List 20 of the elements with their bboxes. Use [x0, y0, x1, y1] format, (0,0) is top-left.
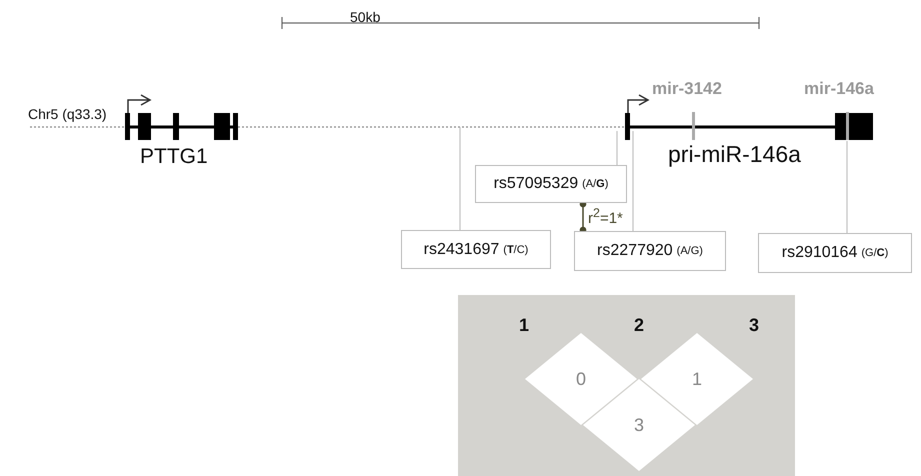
snp-label-box: rs57095329 (A/G): [475, 165, 627, 203]
snp-label-box: rs2910164 (G/C): [758, 233, 912, 273]
gene-label: pri-miR-146a: [668, 143, 801, 166]
ld-plot-panel: [458, 295, 795, 476]
marker-number: 3: [749, 316, 760, 334]
snp-label-box: rs2277920 (A/G): [574, 231, 726, 271]
gene-label: PTTG1: [140, 146, 208, 167]
marker-number: 1: [519, 316, 530, 334]
marker-number: 2: [634, 316, 644, 334]
leader-line: [846, 140, 848, 234]
snp-label-box: rs2431697 (T/C): [401, 230, 551, 269]
mirna-label: mir-146a: [804, 80, 874, 97]
chromosome-label: Chr5 (q33.3): [28, 107, 107, 121]
leader-line: [632, 130, 634, 232]
gene-drawing: [625, 94, 873, 140]
ld-connector: [580, 200, 586, 234]
mirna-label: mir-3142: [652, 80, 722, 97]
leader-line: [616, 130, 618, 166]
scale-label: 50kb: [350, 10, 380, 24]
edge-label: r$^{2}$=1*: [588, 207, 623, 226]
